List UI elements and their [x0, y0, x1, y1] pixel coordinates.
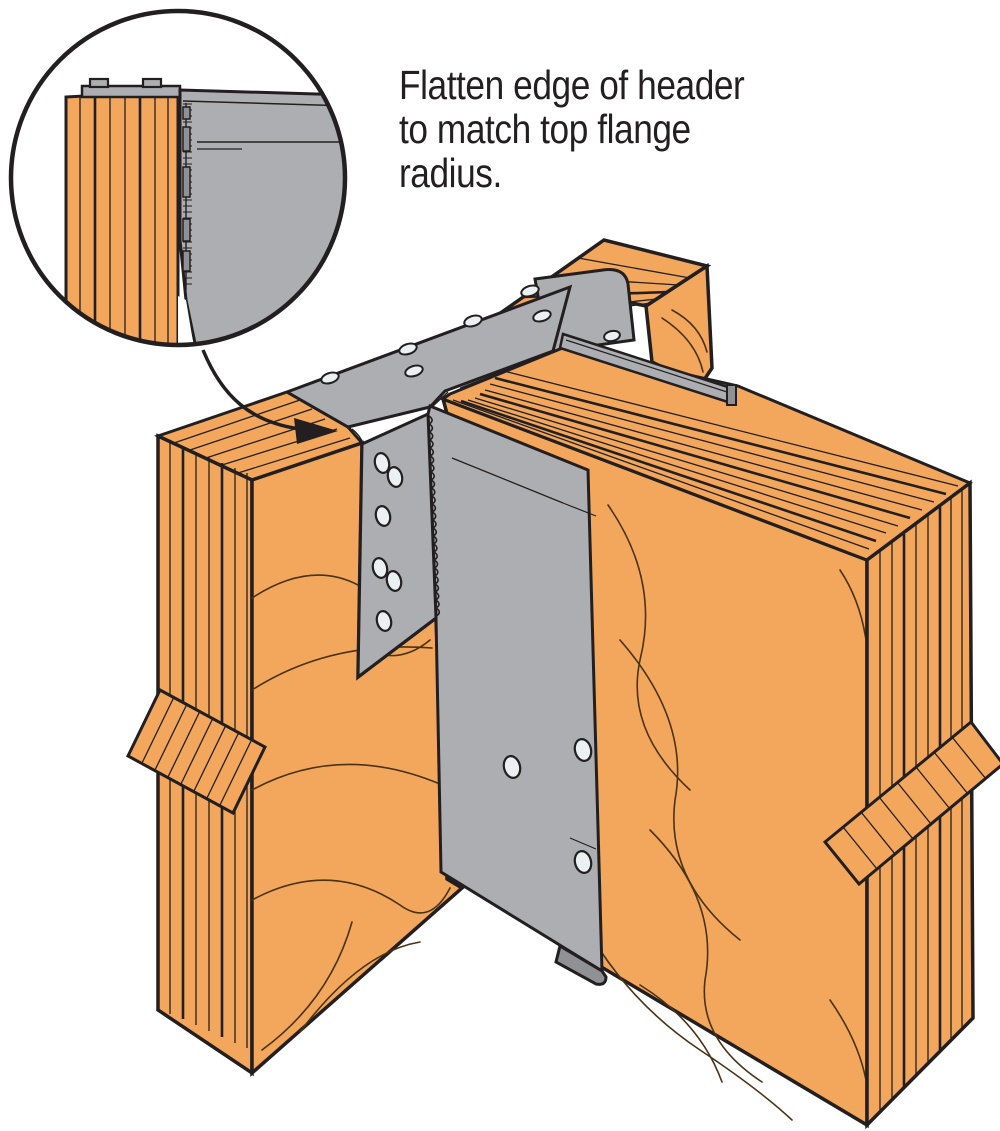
flange-nail-slots — [320, 284, 621, 385]
joist-top-laminations — [452, 369, 959, 550]
top-flange-hanger — [283, 268, 636, 446]
hanger-seat — [554, 943, 608, 986]
callout-serrated-edge — [182, 103, 192, 290]
joist-break-symbol — [822, 719, 1000, 887]
joist-front-grain — [599, 504, 867, 1121]
joist-plate-nail-holes — [502, 738, 593, 874]
detail-arrow — [201, 349, 338, 444]
callout-circle-border — [8, 8, 348, 348]
hanger-top-flange — [283, 284, 573, 429]
annotation-text: Flatten edge of header to match top flan… — [399, 62, 745, 196]
header-far-end-grain — [661, 309, 708, 373]
header-plate-nail-holes — [371, 452, 404, 632]
callout-cap-tab — [88, 77, 110, 89]
hanger-strip-end-cap — [726, 384, 737, 406]
hanger-header-side-plate — [356, 411, 438, 681]
callout-cap-tab — [141, 77, 163, 89]
callout-circle — [8, 8, 348, 348]
header-break-symbol — [126, 687, 267, 816]
header-front-grain — [251, 574, 451, 1051]
hanger-crimp-seam — [427, 415, 441, 617]
arrow-head-icon — [294, 418, 338, 444]
callout-flange-face — [178, 88, 345, 345]
header-beam — [126, 390, 465, 1077]
callout-wood-laminations — [79, 92, 169, 345]
callout-header-wood — [64, 89, 180, 345]
hanger-foreground — [356, 332, 737, 986]
